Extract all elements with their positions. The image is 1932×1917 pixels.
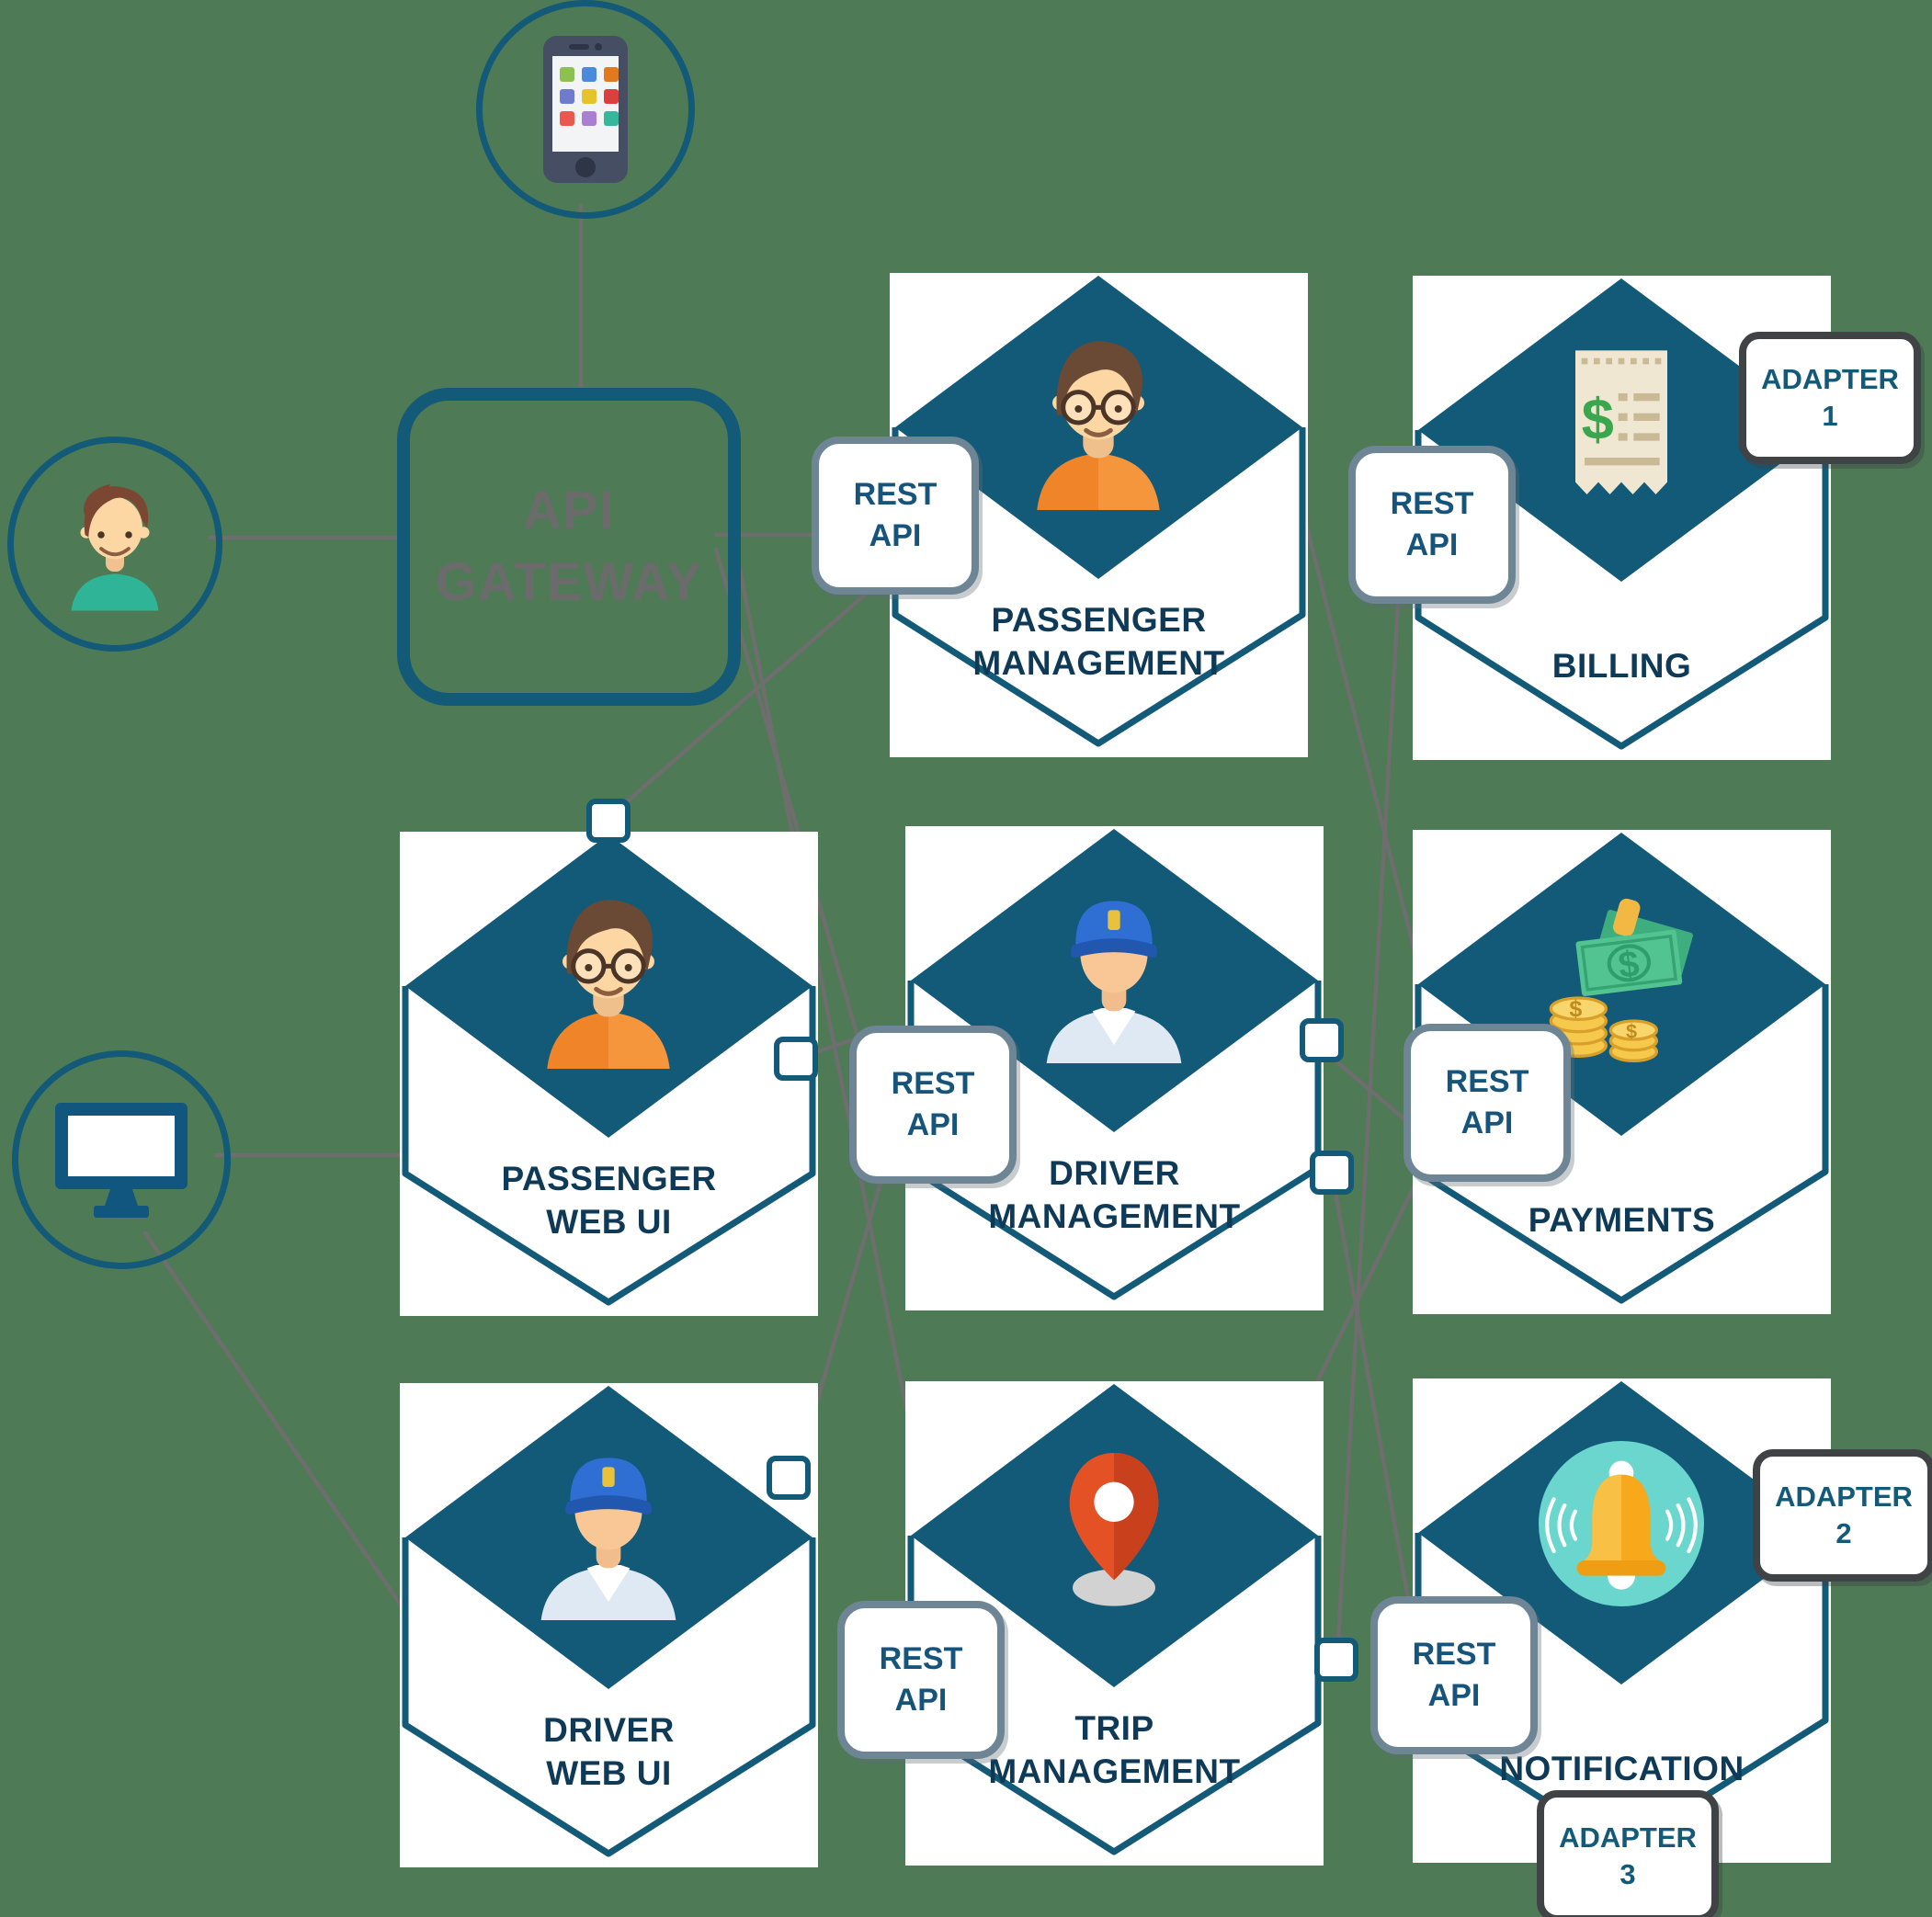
bell-icon (1539, 1441, 1704, 1606)
monitor-actor-circle (12, 1050, 231, 1269)
service-label: BILLING (1551, 647, 1692, 685)
service-label: TRIP (1074, 1709, 1154, 1747)
monitor-icon (55, 1103, 188, 1218)
service-label: PAYMENTS (1528, 1201, 1716, 1239)
port-passenger-web-ui-top (586, 799, 631, 843)
service-label: NOTIFICATION (1499, 1750, 1744, 1787)
port-driver-management-right-2 (1310, 1151, 1354, 1195)
service-label: MANAGEMENT (988, 1753, 1241, 1790)
api-gateway-box: API GATEWAY (397, 388, 741, 706)
driver-avatar-icon (540, 1458, 676, 1620)
svg-text:$: $ (1616, 944, 1641, 986)
service-label: WEB UI (546, 1203, 672, 1241)
service-card-passenger-web-ui: PASSENGER WEB UI (400, 832, 818, 1316)
user-actor-circle (7, 437, 222, 652)
service-label: PASSENGER (501, 1160, 717, 1197)
svg-text:$: $ (1626, 1019, 1637, 1042)
mobile-actor-circle (476, 0, 695, 219)
map-pin-icon (1069, 1453, 1159, 1606)
service-label: MANAGEMENT (988, 1197, 1241, 1235)
port-trip-management-right (1314, 1638, 1358, 1682)
cash-coins-icon: $ $ $ (1549, 898, 1693, 1062)
port-driver-web-ui-right (767, 1456, 811, 1500)
mobile-app-icon (543, 36, 628, 183)
passenger-avatar-icon (547, 900, 670, 1069)
api-gateway-label-line2: GATEWAY (435, 552, 703, 612)
service-label: WEB UI (546, 1754, 672, 1792)
service-label: MANAGEMENT (972, 644, 1225, 682)
api-gateway-label-line1: API (523, 481, 615, 540)
service-card-driver-web-ui: DRIVER WEB UI (400, 1383, 818, 1867)
service-label: DRIVER (543, 1711, 675, 1749)
port-driver-management-right-1 (1300, 1018, 1344, 1062)
port-passenger-web-ui-right (774, 1037, 818, 1081)
receipt-icon: $ (1575, 350, 1667, 494)
svg-text:$: $ (1569, 996, 1582, 1022)
user-icon (71, 484, 159, 611)
passenger-avatar-icon (1037, 341, 1160, 510)
driver-avatar-icon (1046, 901, 1182, 1063)
svg-text:$: $ (1582, 388, 1614, 452)
service-label: DRIVER (1049, 1154, 1180, 1192)
service-label: PASSENGER (991, 601, 1207, 639)
